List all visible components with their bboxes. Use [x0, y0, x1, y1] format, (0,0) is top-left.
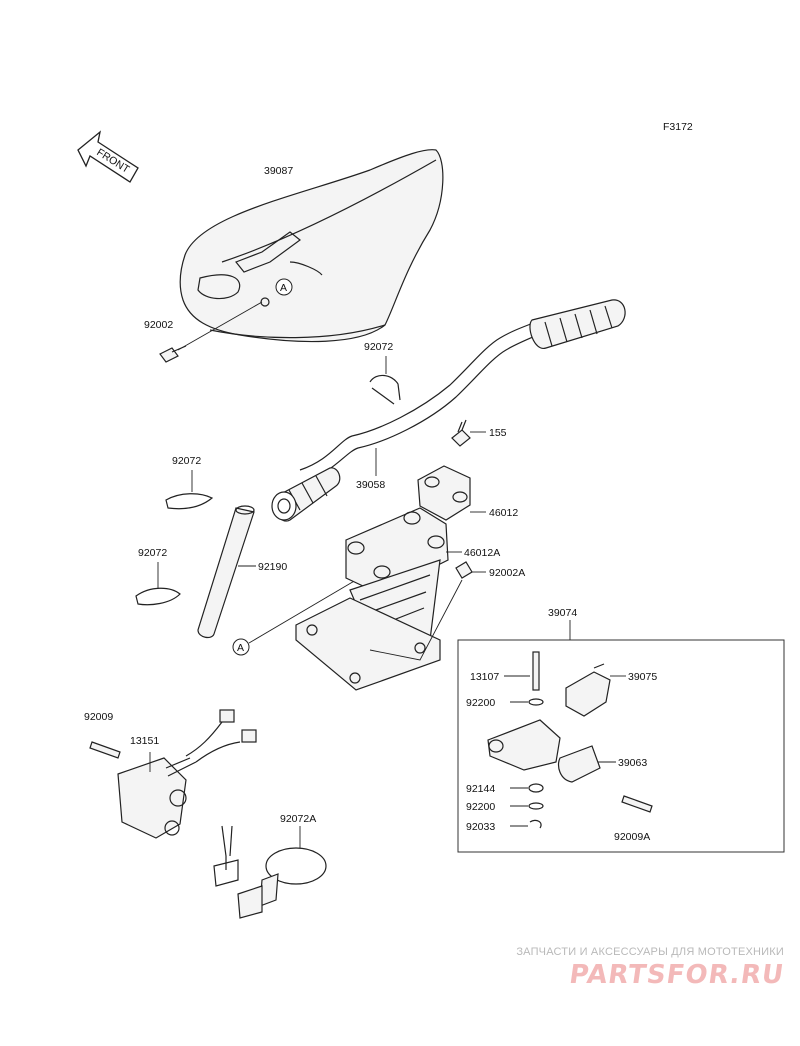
lever-39075: [565, 663, 626, 717]
label-92072-a: 92072: [364, 341, 393, 353]
label-92002: 92002: [144, 319, 173, 331]
ref-mark-upper: A: [275, 278, 293, 296]
label-92002A: 92002A: [489, 567, 525, 579]
label-92033: 92033: [466, 821, 495, 833]
watermark-tagline: ЗАПЧАСТИ И АКСЕССУАРЫ ДЛЯ МОТОТЕХНИКИ: [516, 946, 784, 958]
handlebar-cover: [179, 149, 444, 343]
bolt-155: [451, 419, 471, 447]
label-39058: 39058: [356, 479, 385, 491]
label-46012A: 46012A: [464, 547, 500, 559]
clamp-upper: [417, 465, 471, 521]
label-46012: 46012: [489, 507, 518, 519]
screw-92009: [89, 741, 121, 759]
label-92072-b: 92072: [172, 455, 201, 467]
handlebar: [271, 299, 626, 522]
spring-92144: [510, 783, 544, 793]
label-92200-a: 92200: [466, 697, 495, 709]
tube-92190: [197, 505, 255, 639]
bolt-92002: [159, 345, 187, 363]
circlip-92033: [510, 819, 542, 829]
bolt-92002A: [455, 561, 473, 579]
label-92009A: 92009A: [614, 831, 650, 843]
label-92009: 92009: [84, 711, 113, 723]
ref-mark-lower: A: [232, 638, 250, 656]
front-arrow-icon: FRONT: [77, 130, 139, 183]
clamp-92072-c: [135, 587, 181, 606]
svg-text:A: A: [237, 642, 244, 654]
cover-39063: [557, 745, 616, 783]
label-39063: 39063: [618, 757, 647, 769]
label-39075: 39075: [628, 671, 657, 683]
label-13107: 13107: [470, 671, 499, 683]
clamp-92072-a: [369, 374, 401, 405]
label-13151: 13151: [130, 735, 159, 747]
figure-code: F3172: [663, 121, 693, 133]
label-92190: 92190: [258, 561, 287, 573]
label-155: 155: [489, 427, 507, 439]
washer-92200-lower: [510, 802, 544, 810]
label-92072-c: 92072: [138, 547, 167, 559]
lanyard-clip-92072A: [213, 825, 327, 919]
label-92144: 92144: [466, 783, 495, 795]
label-39074: 39074: [548, 607, 577, 619]
pin-13107: [504, 651, 540, 691]
screw-92009A: [621, 795, 653, 813]
washer-92200-upper: [510, 698, 544, 706]
clamp-92072-b: [165, 493, 214, 510]
watermark-logo: PARTSFOR.RU: [567, 960, 787, 990]
assembly-box-39074: [457, 639, 785, 853]
label-39087: 39087: [264, 165, 293, 177]
handlepole-holder: [295, 507, 449, 691]
label-92072A: 92072A: [280, 813, 316, 825]
stop-switch: [117, 709, 257, 839]
throttle-case: [487, 719, 561, 771]
label-92200-b: 92200: [466, 801, 495, 813]
svg-text:A: A: [280, 282, 287, 294]
